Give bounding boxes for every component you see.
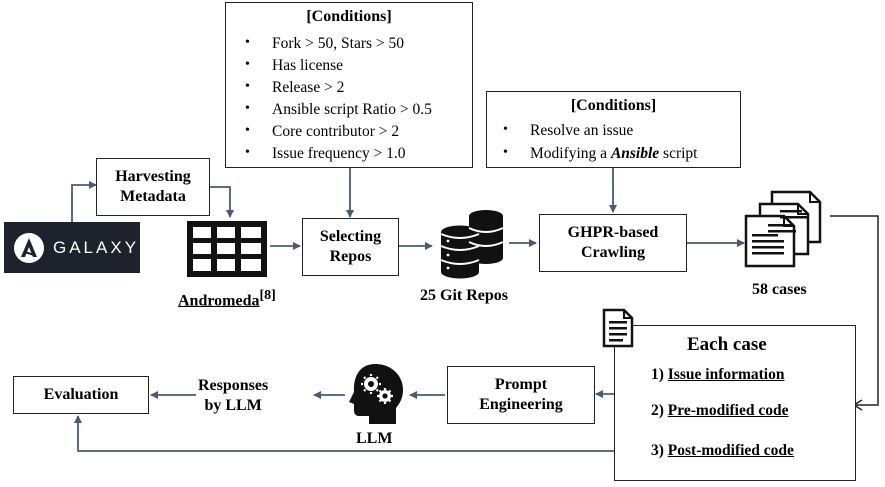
- galaxy-logo: GALAXY: [4, 222, 140, 273]
- each-case-item-2: 2) Pre-modified code: [651, 402, 789, 419]
- conditions1-item: •Has license: [245, 57, 344, 74]
- documents-icon: [744, 190, 822, 268]
- conditions1-item: •Core contributor > 2: [245, 123, 400, 140]
- harvesting-line1: Harvesting: [115, 168, 191, 185]
- ghpr-line2: Crawling: [581, 244, 645, 261]
- llm-label: LLM: [356, 430, 393, 447]
- responses-line2: by LLM: [204, 397, 262, 414]
- responses-label: Responses by LLM: [198, 376, 268, 416]
- prompt-line1: Prompt: [494, 376, 548, 393]
- ghpr-crawling-box: GHPR-based Crawling: [539, 214, 687, 272]
- ghpr-line1: GHPR-based: [567, 224, 659, 241]
- arrow-cases-to-eachcase: [830, 215, 879, 406]
- database-icon: [440, 210, 504, 279]
- ansible-icon: [14, 232, 44, 263]
- andromeda-ref: [8]: [259, 288, 276, 303]
- selecting-line1: Selecting: [319, 228, 382, 245]
- evaluation-label: Evaluation: [43, 386, 119, 403]
- evaluation-box: Evaluation: [13, 376, 149, 414]
- prompt-engineering-box: Prompt Engineering: [447, 366, 595, 424]
- selecting-repos-box: Selecting Repos: [302, 218, 399, 276]
- responses-line1: Responses: [198, 377, 269, 394]
- arrow-galaxy-to-harvesting: [71, 181, 97, 222]
- document-icon: [602, 308, 634, 348]
- each-case-item-3: 3) Post-modified code: [651, 442, 794, 459]
- conditions-box-1: [Conditions] •Fork > 50, Stars > 50 •Has…: [225, 2, 473, 168]
- conditions-box-2: [Conditions] •Resolve an issue •Modifyin…: [486, 91, 741, 168]
- conditions1-title: [Conditions]: [306, 8, 392, 25]
- conditions2-item: •Resolve an issue: [503, 122, 634, 139]
- prompt-line2: Engineering: [479, 396, 563, 413]
- conditions1-item: •Fork > 50, Stars > 50: [245, 35, 405, 52]
- each-case-item-1: 1) Issue information: [651, 366, 785, 383]
- arrow-postmodified-to-evaluation: [74, 415, 637, 452]
- harvesting-line2: Metadata: [120, 188, 186, 205]
- andromeda-name: Andromeda: [178, 292, 260, 310]
- conditions2-item: •Modifying a Ansible script: [503, 145, 698, 162]
- conditions1-item: •Release > 2: [245, 79, 345, 96]
- cases-label: 58 cases: [752, 281, 807, 298]
- each-case-title: Each case: [687, 334, 767, 355]
- harvesting-metadata-box: Harvesting Metadata: [96, 158, 210, 216]
- conditions1-item: •Ansible script Ratio > 0.5: [245, 101, 432, 118]
- llm-head-icon: [349, 364, 403, 424]
- andromeda-label: Andromeda[8]: [178, 288, 276, 310]
- arrow-harvesting-to-andromeda: [210, 186, 234, 218]
- galaxy-text: GALAXY: [53, 237, 140, 257]
- each-case-box: Each case 1) Issue information 2) Pre-mo…: [614, 325, 856, 481]
- conditions1-item: •Issue frequency > 1.0: [245, 145, 406, 162]
- repos-label: 25 Git Repos: [420, 287, 508, 304]
- conditions2-title: [Conditions]: [570, 97, 657, 114]
- selecting-line2: Repos: [329, 248, 372, 265]
- table-icon: [187, 221, 267, 277]
